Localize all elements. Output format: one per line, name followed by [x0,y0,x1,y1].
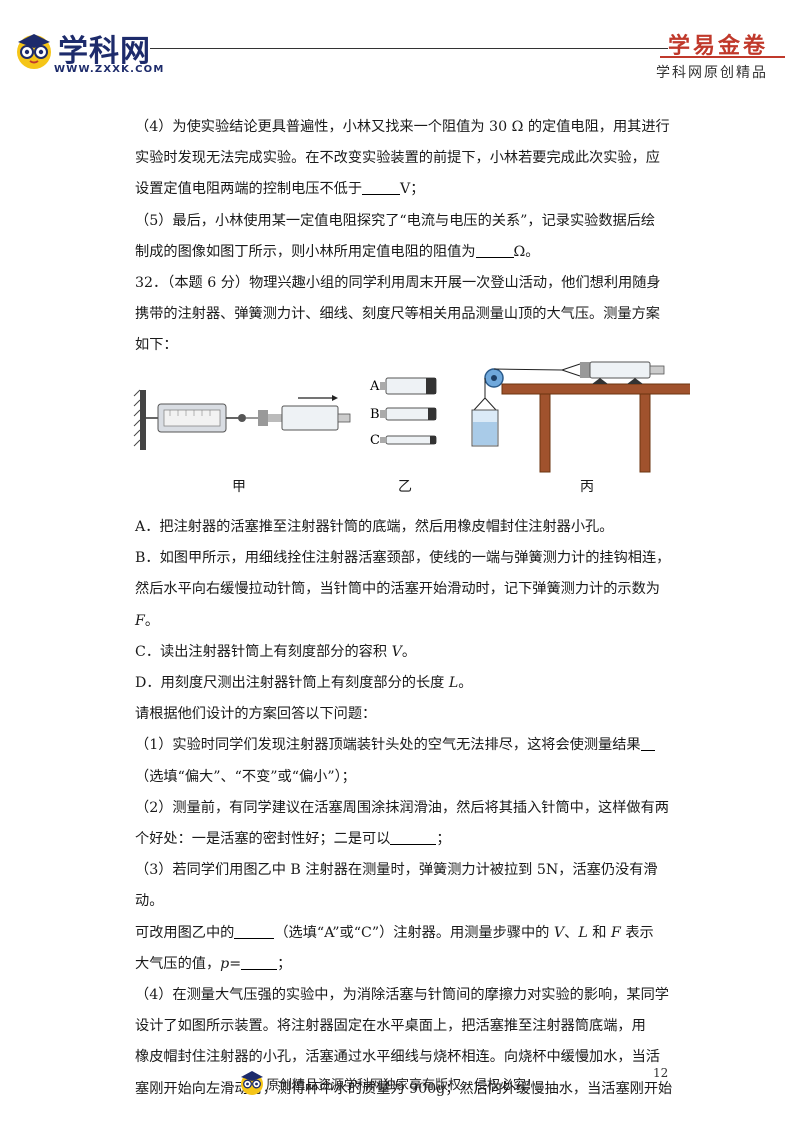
step-b: B．如图甲所示，用细线拴住注射器活塞颈部，使线的一端与弹簧测力计的挂钩相连， [135,550,671,567]
copyright-notice: 原创精品资源学科网独家享有版权，侵权必究！ [266,1078,540,1093]
owl-logo-icon [17,34,51,69]
text-line: （5）最后，小林使用某一定值电阻探究了“电流与电压的关系”，记录实验数据后绘 [135,212,656,229]
text-line: 塞刚开始向左滑动时，测得杯中水的质量为 900g；然后向外缓慢抽水，当活塞刚开始 [135,1080,673,1097]
brand-subtitle: 学科网原创精品 [656,65,768,81]
text-line: （4）为使实验结论更具普遍性，小林又找来一个阻值为 30 Ω 的定值电阻，用其进… [135,119,670,135]
question-2: （2）测量前，有同学建议在活塞周围涂抹润滑油，然后将其插入针筒中，这样做有两 [135,799,669,816]
instruction: 请根据他们设计的方案回答以下问题： [135,706,377,723]
caption-yi: 乙 [398,479,412,495]
question-32-title: 32．（本题 6 分）物理兴趣小组的同学利用周末开展一次登山活动，他们想利用随身 [135,275,661,292]
text-line: 携带的注射器、弹簧测力计、细线、刻度尺等相关用品测量山顶的大气压。测量方案 [135,306,660,323]
step-d: D．用刻度尺测出注射器针筒上有刻度部分的长度 L。 [135,675,473,692]
text-line: 如下： [135,337,178,354]
brand-underline [660,56,785,58]
figure-yi: A B C [369,377,437,448]
text-line: 实验时发现无法完成实验。在不改变实验装置的前提下，小林若要完成此次实验，应 [135,150,660,167]
answer-blank[interactable] [640,736,655,752]
page-header: 学科网 WWW.ZXXK.COM 学易金卷 学科网原创精品 [0,0,800,90]
brand-title: 学易金卷 [668,34,769,59]
logo-text: 学科网 [58,34,151,69]
text-line: 个好处：一是活塞的密封性好；二是可以； [135,830,451,848]
owl-logo-icon [241,1071,263,1095]
syringe-label: B [370,407,380,422]
answer-blank[interactable] [241,955,278,970]
text-line: 然后水平向右缓慢拉动针筒，当针筒中的活塞开始滑动时，记下弹簧测力计的示数为 [135,581,660,598]
caption-bing: 丙 [580,479,594,495]
figure-jia [133,389,351,450]
page-number: 12 [653,1066,669,1080]
question-4: （4）在测量大气压强的实验中，为消除活塞与针筒间的摩擦力对实验的影响，某同学 [135,987,669,1004]
experiment-figure: A B C [133,361,690,473]
syringe-label: A [369,379,380,394]
content-top: （4）为使实验结论更具普遍性，小林又找来一个阻值为 30 Ω 的定值电阻，用其进… [135,112,675,362]
header-rule [150,48,668,49]
answer-blank[interactable] [362,180,401,196]
question-1: （1）实验时同学们发现注射器顶端装针头处的空气无法排尽，这将会使测量结果 [135,730,675,761]
text-line: 可改用图乙中的（选填“A”或“C”）注射器。用测量步骤中的 V、L 和 F 表示 [135,924,654,941]
question-3: （3）若同学们用图乙中 B 注射器在测量时，弹簧测力计被拉到 5N，活塞仍没有滑… [135,862,658,910]
text-line: F。 [135,612,160,629]
text-line: 大气压的值，p=； [135,955,292,972]
answer-blank[interactable] [234,924,275,939]
step-c: C．读出注射器针筒上有刻度部分的容积 V。 [135,643,417,660]
text-line: （选填“偏大”、“不变”或“偏小”）； [135,768,356,785]
answer-blank[interactable] [390,830,437,846]
logo-url: WWW.ZXXK.COM [54,64,165,75]
figure-bing [471,361,690,473]
syringe-label: C [370,433,380,448]
text-line: 设计了如图所示装置。将注射器固定在水平桌面上，把活塞推至注射器筒底端，用 [135,1018,646,1035]
step-a: A．把注射器的活塞推至注射器针筒的底端，然后用橡皮帽封住注射器小孔。 [135,519,614,535]
content-bottom: A．把注射器的活塞推至注射器针筒的底端，然后用橡皮帽封住注射器小孔。 B．如图甲… [135,512,675,1105]
text-line: 橡皮帽封住注射器的小孔，活塞通过水平细线与烧杯相连。向烧杯中缓慢加水，当活 [135,1049,660,1066]
answer-blank[interactable] [475,243,514,258]
caption-jia: 甲 [232,479,246,495]
